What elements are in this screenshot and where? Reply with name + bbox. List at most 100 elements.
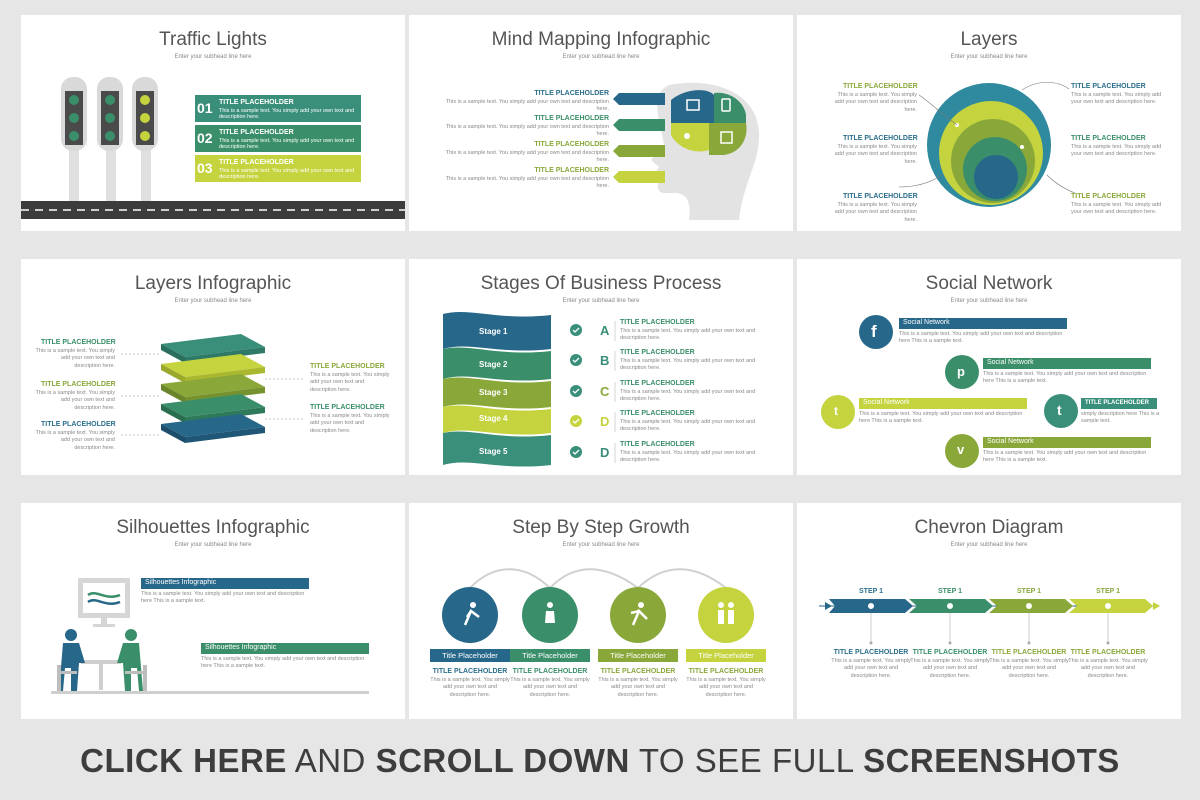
slide-title: Chevron Diagram: [914, 517, 1064, 538]
cta-and: AND: [286, 742, 376, 779]
layers-title-2: TITLE PLACEHOLDER: [843, 135, 918, 142]
layersinfo-text-2: This is a sample text. You simply add yo…: [35, 390, 115, 411]
traffic-num-2: 02: [197, 130, 213, 146]
social-text-5: This is a sample text. You simply add yo…: [983, 450, 1147, 464]
stage-title-4: TITLE PLACEHOLDER: [620, 410, 695, 417]
slide-traffic-lights[interactable]: Traffic Lights Enter your subhead line h…: [21, 15, 405, 231]
chevron-step-1: STEP 1: [859, 588, 883, 595]
stage-title-1: TITLE PLACEHOLDER: [620, 319, 695, 326]
slide-layers-infographic[interactable]: Layers Infographic Enter your subhead li…: [21, 259, 405, 475]
growth-title-1: TITLE PLACEHOLDER: [432, 668, 508, 675]
stage-text-3: This is a sample text. You simply add yo…: [620, 389, 756, 403]
layersinfo-text-5: This is a sample text. You simply add yo…: [310, 413, 390, 434]
slide-subhead: Enter your subhead line here: [174, 542, 252, 548]
stage-title-5: TITLE PLACEHOLDER: [620, 441, 695, 448]
facebook-icon[interactable]: f: [871, 322, 877, 341]
mind-title-1: TITLE PLACEHOLDER: [534, 90, 609, 97]
social-text-4: simply description here This is a sample…: [1081, 411, 1160, 425]
traffic-title-3: TITLE PLACEHOLDER: [219, 159, 294, 166]
growth-title-2: TITLE PLACEHOLDER: [512, 668, 588, 675]
social-text-3: This is a sample text. You simply add yo…: [859, 411, 1023, 425]
social-title-3: Social Network: [863, 399, 910, 406]
layers-title-4: TITLE PLACEHOLDER: [1071, 83, 1146, 90]
growth-button-3[interactable]: Title Placeholder: [610, 651, 666, 660]
slide-title: Stages Of Business Process: [480, 273, 722, 294]
traffic-title-1: TITLE PLACEHOLDER: [219, 99, 294, 106]
layersinfo-title-2: TITLE PLACEHOLDER: [41, 381, 116, 388]
layers-title-1: TITLE PLACEHOLDER: [843, 83, 918, 90]
slide-stages-business-process[interactable]: Stages Of Business Process Enter your su…: [409, 259, 793, 475]
tumblr-icon[interactable]: t: [1057, 402, 1062, 418]
layers-text-4: This is a sample text. You simply add yo…: [1071, 92, 1162, 106]
layers-title-3: TITLE PLACEHOLDER: [843, 193, 918, 200]
layersinfo-title-3: TITLE PLACEHOLDER: [41, 421, 116, 428]
cta-screenshots: SCREENSHOTS: [863, 742, 1120, 779]
slide-subhead: Enter your subhead line here: [562, 542, 640, 548]
layers-text-6: This is a sample text. You simply add yo…: [1071, 202, 1162, 216]
layersinfo-title-4: TITLE PLACEHOLDER: [310, 363, 385, 370]
traffic-text-1: This is a sample text. You simply add yo…: [219, 108, 355, 120]
slide-social-network[interactable]: Social Network Enter your subhead line h…: [797, 259, 1181, 475]
slide-subhead: Enter your subhead line here: [562, 54, 640, 60]
layersinfo-title-1: TITLE PLACEHOLDER: [41, 339, 116, 346]
growth-title-4: TITLE PLACEHOLDER: [688, 668, 764, 675]
mind-title-3: TITLE PLACEHOLDER: [534, 141, 609, 148]
vimeo-icon[interactable]: v: [957, 442, 965, 457]
slide-step-growth[interactable]: Step By Step Growth Enter your subhead l…: [409, 503, 793, 719]
layers-text-3: This is a sample text. You simply add yo…: [834, 202, 917, 223]
layers-title-6: TITLE PLACEHOLDER: [1071, 193, 1146, 200]
cta-scroll-down[interactable]: SCROLL DOWN: [375, 742, 630, 779]
stages-wave-graphic: [443, 311, 616, 467]
stage-label-2: Stage 2: [479, 360, 508, 369]
stage-letter-a: A: [600, 323, 610, 338]
chevron-step-4: STEP 1: [1096, 588, 1120, 595]
slide-title: Social Network: [925, 273, 1053, 294]
cta-footer[interactable]: CLICK HERE AND SCROLL DOWN TO SEE FULL S…: [0, 742, 1200, 780]
slide-subhead: Enter your subhead line here: [950, 298, 1028, 304]
growth-text-2: This is a sample text. You simply add yo…: [510, 677, 590, 698]
growth-text-4: This is a sample text. You simply add yo…: [686, 677, 766, 698]
cta-click-here[interactable]: CLICK HERE: [80, 742, 287, 779]
layersinfo-title-5: TITLE PLACEHOLDER: [310, 404, 385, 411]
slide-layers[interactable]: Layers Enter your subhead line here TITL…: [797, 15, 1181, 231]
silhouettes-title-2: Silhouettes Infographic: [205, 644, 277, 651]
slide-title: Step By Step Growth: [512, 517, 690, 538]
slide-subhead: Enter your subhead line here: [950, 54, 1028, 60]
growth-button-4[interactable]: Title Placeholder: [698, 651, 754, 660]
social-graphic: [821, 315, 1157, 468]
layers-text-5: This is a sample text. You simply add yo…: [1071, 144, 1162, 158]
slide-subhead: Enter your subhead line here: [174, 298, 252, 304]
social-title-1: Social Network: [903, 319, 950, 326]
slide-mind-mapping[interactable]: Mind Mapping Infographic Enter your subh…: [409, 15, 793, 231]
slide-title: Silhouettes Infographic: [116, 517, 310, 538]
concentric-layers-graphic: [898, 82, 1076, 207]
chevron-graphic: [819, 599, 1160, 645]
slide-subhead: Enter your subhead line here: [562, 298, 640, 304]
twitter-icon[interactable]: t: [834, 404, 838, 418]
pinterest-icon[interactable]: p: [957, 364, 965, 379]
slide-chevron-diagram[interactable]: Chevron Diagram Enter your subhead line …: [797, 503, 1181, 719]
chevron-text-4: This is a sample text. You simply add yo…: [1068, 658, 1148, 679]
stage-letter-d1: D: [600, 414, 610, 429]
growth-button-1[interactable]: Title Placeholder: [442, 651, 498, 660]
chevron-title-2: TITLE PLACEHOLDER: [912, 649, 988, 656]
social-title-4: TITLE PLACEHOLDER: [1085, 400, 1149, 406]
growth-text-1: This is a sample text. You simply add yo…: [430, 677, 510, 698]
chevron-text-2: This is a sample text. You simply add yo…: [910, 658, 990, 679]
social-title-2: Social Network: [987, 359, 1034, 366]
stage-label-4: Stage 4: [479, 414, 508, 423]
slide-silhouettes[interactable]: Silhouettes Infographic Enter your subhe…: [21, 503, 405, 719]
social-text-1: This is a sample text. You simply add yo…: [899, 331, 1063, 345]
stage-text-4: This is a sample text. You simply add yo…: [620, 419, 756, 433]
chevron-text-1: This is a sample text. You simply add yo…: [831, 658, 911, 679]
growth-button-2[interactable]: Title Placeholder: [522, 651, 578, 660]
mind-text-2: This is a sample text. You simply add yo…: [445, 124, 609, 138]
traffic-text-2: This is a sample text. You simply add yo…: [219, 138, 355, 150]
mind-text-4: This is a sample text. You simply add yo…: [445, 176, 609, 190]
layers-text-1: This is a sample text. You simply add yo…: [834, 92, 917, 113]
chevron-step-2: STEP 1: [938, 588, 962, 595]
slide-subhead: Enter your subhead line here: [950, 542, 1028, 548]
stacked-layers-graphic: [121, 334, 305, 443]
traffic-text-3: This is a sample text. You simply add yo…: [219, 168, 355, 180]
slide-subhead: Enter your subhead line here: [174, 54, 252, 60]
